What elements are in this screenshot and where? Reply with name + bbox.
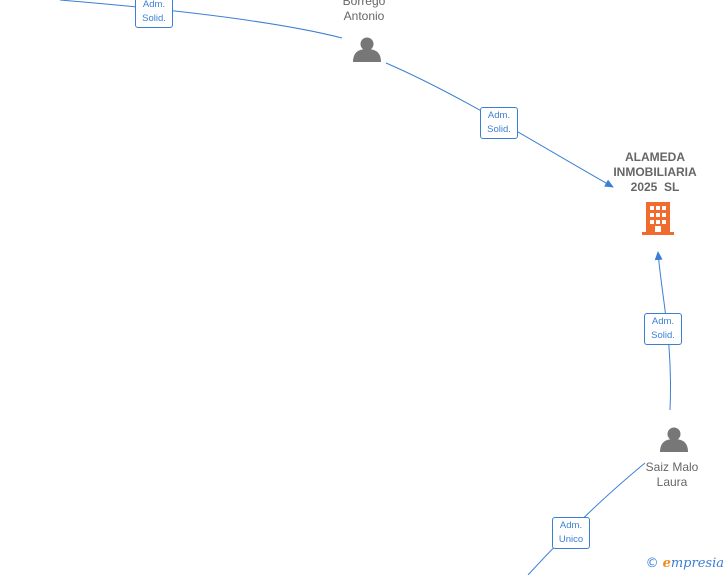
node-label-line: Antonio [343,9,385,23]
edge-label-line: Unico [558,534,584,545]
node-label-company[interactable]: ALAMEDA INMOBILIARIA 2025 SL [605,150,705,195]
node-label-line: Saiz Malo [645,460,699,474]
edge-label-line: Solid. [651,330,675,341]
company-building-icon[interactable] [642,202,674,235]
edge-label-line: Adm. [142,0,166,10]
edge-label-line: Adm. [651,316,675,327]
node-label-line: Borrego [342,0,386,8]
node-label-line: ALAMEDA [625,150,685,164]
edge-label-saiz-company[interactable]: Adm. Solid. [644,313,682,345]
edge-label-line: Adm. [559,520,583,531]
edge-label-line: Adm. [487,110,511,121]
edge-label-line: Solid. [142,13,166,24]
node-label-borrego[interactable]: Borrego Antonio [324,0,404,24]
copyright-icon: © [645,556,659,571]
edge-label-line: Solid. [487,124,511,135]
node-label-line: 2025 SL [630,180,680,194]
edge-label-borrego-company[interactable]: Adm. Solid. [480,107,518,139]
node-label-line: INMOBILIARIA [613,165,697,179]
edge-label-bottom[interactable]: Adm. Unico [552,517,590,549]
brand-name: mpresia [670,556,724,571]
brand-initial: e [662,556,671,571]
edge-top-left [59,0,343,39]
node-label-line: Laura [656,475,688,489]
person-icon[interactable] [660,427,688,453]
edge-label-top-left[interactable]: Adm. Solid. [135,0,173,28]
node-label-saiz[interactable]: Saiz Malo Laura [632,460,712,490]
person-icon[interactable] [353,37,381,63]
brand-logo: ©empresia [646,556,724,571]
